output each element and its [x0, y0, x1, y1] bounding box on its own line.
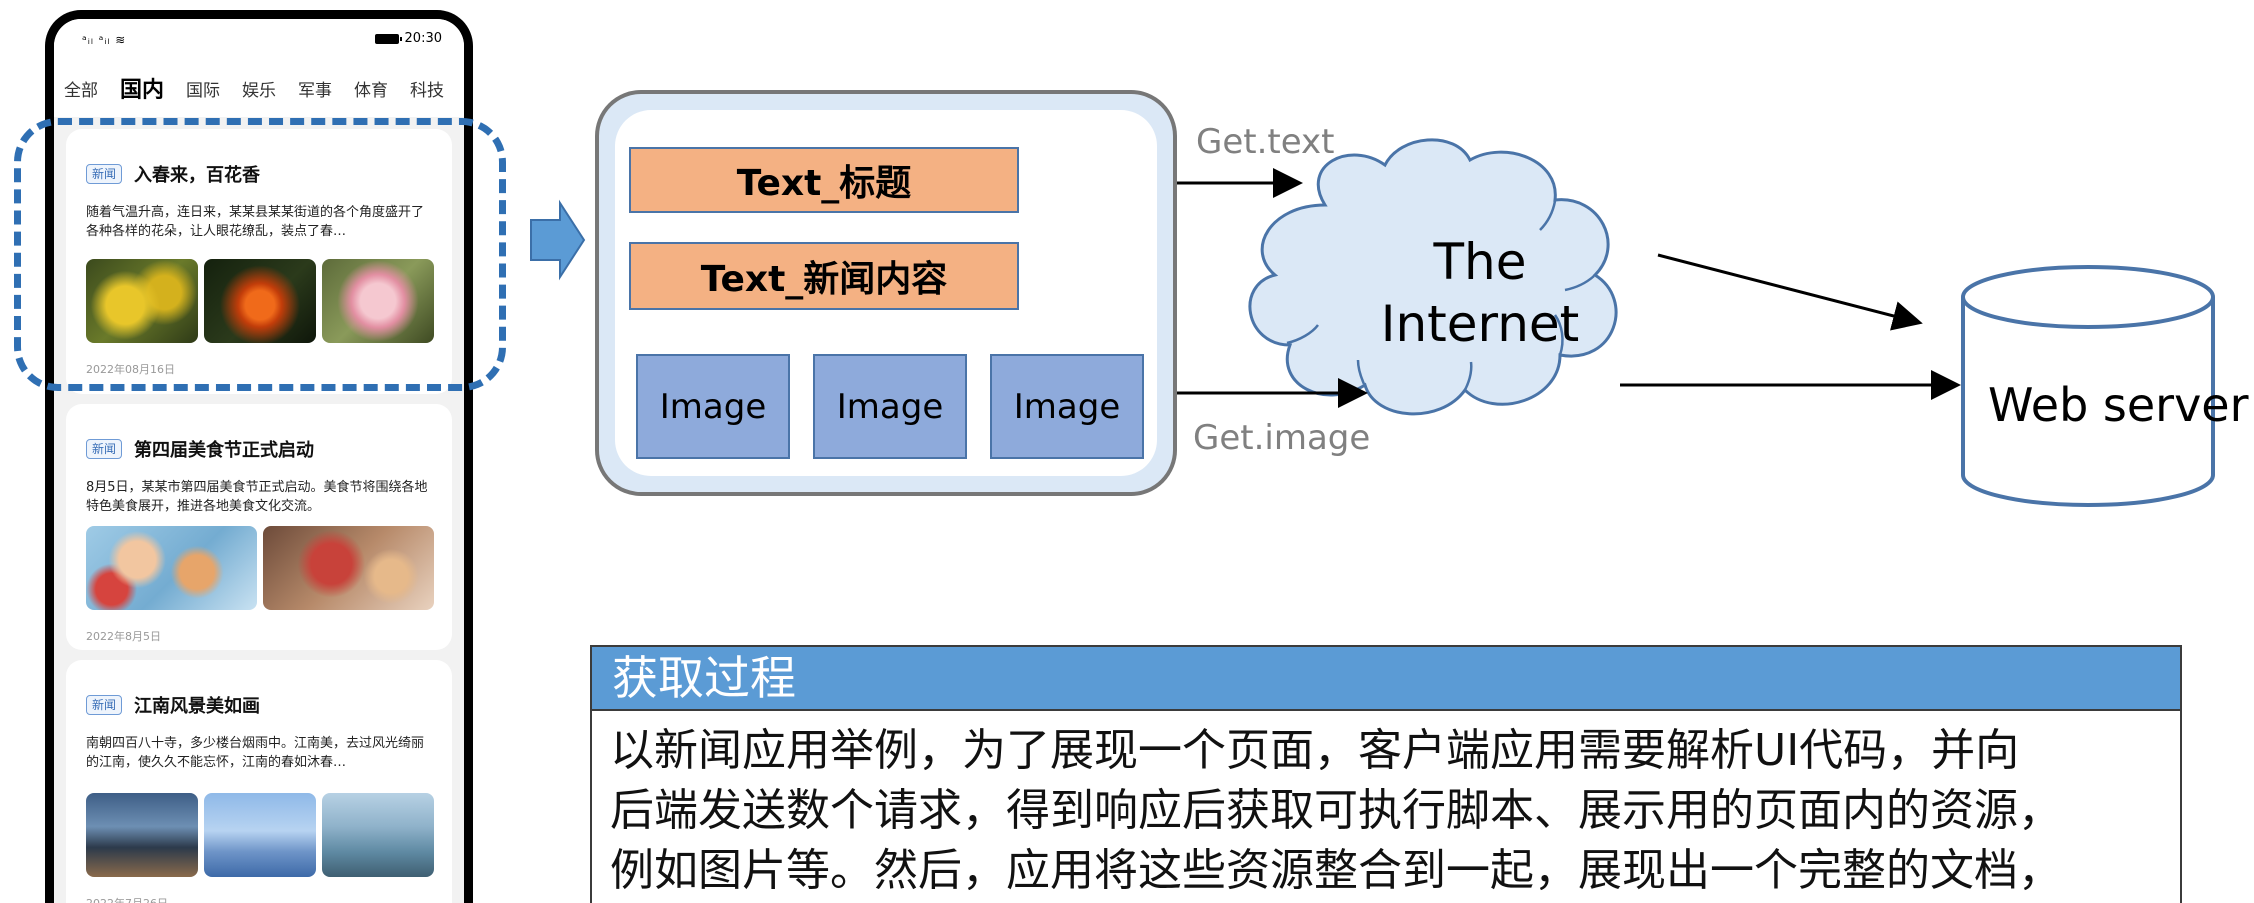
news-card[interactable]: 新闻 第四届美食节正式启动 8月5日，某某市第四届美食节正式启动。美食节将围绕各… [66, 404, 452, 650]
image-block: Image [990, 354, 1144, 459]
process-description: 以新闻应用举例，为了展现一个页面，客户端应用需要解析UI代码，并向 后端发送数个… [590, 711, 2182, 903]
status-bar: ᵃᵢₗ ᵃᵢₗ ≋ 20:30 [54, 19, 464, 59]
process-heading: 获取过程 [590, 645, 2182, 711]
tab-all[interactable]: 全部 [64, 80, 98, 101]
process-line: 后端发送数个请求，得到响应后获取可执行脚本、展示用的页面内的资源， [610, 785, 2062, 836]
phone-mockup: ᵃᵢₗ ᵃᵢₗ ≋ 20:30 全部 国内 国际 娱乐 军事 体育 科技 财 新… [45, 10, 473, 903]
signal-icon: ᵃᵢₗ ᵃᵢₗ ≋ [82, 33, 127, 47]
card-date: 2022年8月5日 [86, 630, 161, 643]
news-card[interactable]: 新闻 江南风景美如画 南朝四百八十寺，多少楼台烟雨中。江南美，去过风光绮丽的江南… [66, 660, 452, 903]
orange-flower-image[interactable] [204, 259, 316, 343]
donut-food-image[interactable] [86, 526, 257, 610]
card-title: 第四届美食节正式启动 [134, 440, 315, 461]
card-summary: 随着气温升高，连日来，某某县某某街道的各个角度盛开了各种各样的花朵，让人眼花缭乱… [86, 205, 425, 239]
battery-status: 20:30 [374, 31, 442, 46]
card-title: 江南风景美如画 [134, 696, 261, 717]
process-line: 以新闻应用举例，为了展现一个页面，客户端应用需要解析UI代码，并向 [610, 725, 2020, 776]
card-images [86, 793, 434, 877]
tab-entertainment[interactable]: 娱乐 [242, 80, 277, 101]
image-block: Image [813, 354, 967, 459]
internet-to-server-arrow-upper [1657, 253, 1923, 331]
card-date: 2022年7月26日 [86, 895, 168, 903]
tab-technology[interactable]: 科技 [410, 80, 445, 101]
card-title: 入春来，百花香 [134, 165, 261, 186]
web-server-label: Web server [1988, 378, 2249, 432]
block-arrow-icon [530, 199, 586, 281]
news-category-tabs: 全部 国内 国际 娱乐 军事 体育 科技 财 [54, 59, 464, 117]
card-summary: 南朝四百八十寺，多少楼台烟雨中。江南美，去过风光绮丽的江南，使久久不能忘怀，江南… [86, 736, 425, 770]
landscape-image[interactable] [322, 793, 434, 877]
card-images [86, 526, 434, 610]
battery-icon [374, 33, 402, 44]
card-images [86, 259, 434, 343]
image-block: Image [636, 354, 790, 459]
tab-international[interactable]: 国际 [186, 80, 221, 101]
process-line: 例如图片等。然后，应用将这些资源整合到一起，展现出一个完整的文档， [610, 845, 2062, 896]
cloud-icon [1248, 138, 1618, 416]
text-content-block: Text_新闻内容 [629, 242, 1019, 310]
news-card[interactable]: 新闻 入春来，百花香 随着气温升高，连日来，某某县某某街道的各个角度盛开了各种各… [66, 129, 452, 394]
news-badge: 新闻 [86, 439, 123, 459]
tab-sports[interactable]: 体育 [354, 80, 389, 101]
landscape-image[interactable] [204, 793, 316, 877]
internet-label-line2: Internet [1380, 295, 1580, 353]
dessert-food-image[interactable] [263, 526, 434, 610]
card-summary: 8月5日，某某市第四届美食节正式启动。美食节将围绕各地特色美食展开，推进各地美食… [86, 480, 428, 514]
get-text-label: Get.text [1196, 122, 1335, 162]
card-header: 新闻 第四届美食节正式启动 [86, 436, 314, 462]
get-image-label: Get.image [1193, 418, 1371, 458]
landscape-image[interactable] [86, 793, 198, 877]
news-badge: 新闻 [86, 164, 123, 184]
card-header: 新闻 江南风景美如画 [86, 692, 260, 718]
card-date: 2022年08月16日 [86, 363, 175, 376]
internet-label: The Internet [1360, 231, 1600, 355]
yellow-flower-image[interactable] [86, 259, 198, 343]
status-time: 20:30 [404, 31, 442, 46]
tab-military[interactable]: 军事 [298, 80, 333, 101]
tab-domestic[interactable]: 国内 [120, 78, 165, 103]
news-badge: 新闻 [86, 695, 123, 715]
text-title-block: Text_标题 [629, 147, 1019, 213]
pink-flower-image[interactable] [322, 259, 434, 343]
database-cylinder-icon [1961, 265, 2215, 507]
highlight-dashed-frame [14, 118, 506, 391]
card-header: 新闻 入春来，百花香 [86, 161, 260, 187]
internet-label-line1: The [1433, 233, 1527, 291]
